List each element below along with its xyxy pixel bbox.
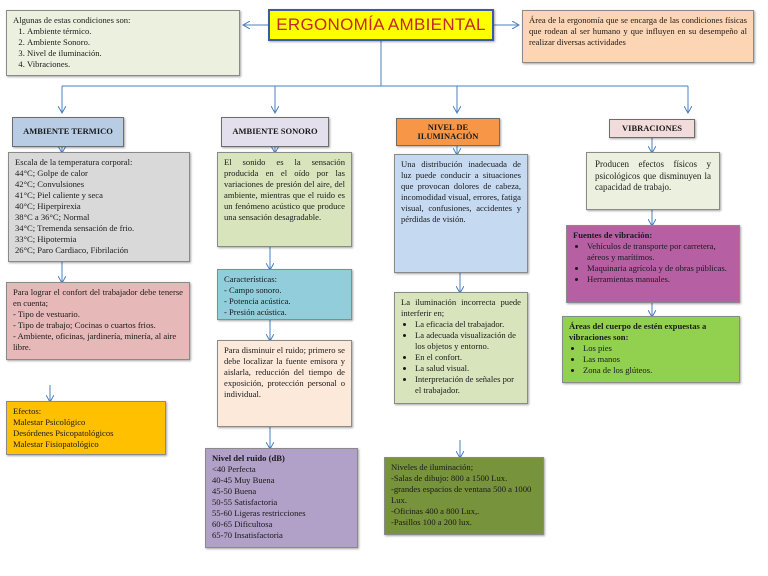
iluminacion-header: NIVEL DE ILUMINACIÓN bbox=[396, 118, 500, 146]
intro-conditions-box: Algunas de estas condiciones son: Ambien… bbox=[6, 10, 240, 76]
sonoro-nivel-item: 65-70 Insatisfactoria bbox=[212, 530, 283, 540]
intro-item: Vibraciones. bbox=[27, 59, 233, 70]
vibraciones-areas-title: Áreas del cuerpo de estén expuestas a vi… bbox=[569, 321, 707, 342]
intro-item: Nivel de iluminación. bbox=[27, 48, 233, 59]
sonoro-nivel-item: 50-55 Satisfactoria bbox=[212, 497, 278, 507]
iluminacion-niveles-box: Niveles de iluminación; -Salas de dibujo… bbox=[384, 457, 544, 535]
iluminacion-incorrecta-box: La iluminación incorrecta puede interfer… bbox=[394, 292, 528, 404]
termico-scale-title: Escala de la temperatura corporal: bbox=[15, 157, 133, 167]
vibraciones-area-item: Zona de los glúteos. bbox=[583, 365, 733, 376]
termico-scale-item: 26°C; Paro Cardiaco, Fibrilación bbox=[15, 245, 129, 255]
iluminacion-nivel-item: -Oficinas 400 a 800 Lux,. bbox=[391, 506, 480, 516]
sonoro-niveles-box: Nivel del ruido (dB) <40 Perfecta 40-45 … bbox=[205, 448, 358, 548]
iluminacion-incorrecta-item: Interpretación de señales por el trabaja… bbox=[415, 374, 521, 396]
intro-item: Ambiente térmico. bbox=[27, 26, 233, 37]
page-title: ERGONOMÍA AMBIENTAL bbox=[268, 9, 494, 41]
termico-scale-item: 40°C; Hiperpirexia bbox=[15, 201, 81, 211]
termico-confort-text: Para lograr el confort del trabajador de… bbox=[13, 287, 183, 308]
vibraciones-area-item: Los pies bbox=[583, 343, 733, 354]
termico-scale-item: 41°C; Piel caliente y seca bbox=[15, 190, 103, 200]
termico-efectos-item: Desórdenes Psicopatológicos bbox=[13, 428, 114, 438]
termico-confort-item: - Ambiente, oficinas, jardinería, minerí… bbox=[13, 331, 177, 352]
termico-efectos-item: Malestar Psicológico bbox=[13, 417, 86, 427]
iluminacion-incorrecta-item: En el confort. bbox=[415, 352, 521, 363]
sonoro-caract-title: Características: bbox=[224, 274, 277, 284]
termico-confort-item: - Tipo de trabajo; Cocinas o cuartos fri… bbox=[13, 320, 156, 330]
sonoro-disminuir-box: Para disminuir el ruido; primero se debe… bbox=[217, 340, 352, 427]
vibraciones-areas-box: Áreas del cuerpo de estén expuestas a vi… bbox=[562, 316, 740, 383]
sonoro-caract-item: - Campo sonoro. bbox=[224, 285, 282, 295]
sonoro-header: AMBIENTE SONORO bbox=[221, 117, 329, 147]
termico-confort-item: - Tipo de vestuario. bbox=[13, 309, 80, 319]
sonoro-desc-box: El sonido es la sensación producida en e… bbox=[217, 152, 352, 247]
vibraciones-fuente-item: Maquinaria agrícola y de obras públicas. bbox=[587, 263, 733, 274]
termico-scale-item: 34°C; Tremenda sensación de frio. bbox=[15, 223, 135, 233]
intro-definition-box: Área de la ergonomía que se encarga de l… bbox=[522, 10, 754, 63]
termico-header: AMBIENTE TERMICO bbox=[12, 117, 124, 147]
iluminacion-nivel-item: -grandes espacios de ventana 500 a 1000 … bbox=[391, 484, 532, 505]
iluminacion-incorrecta-item: La adecuada visualización de los objetos… bbox=[415, 330, 521, 352]
sonoro-caract-box: Características: - Campo sonoro. - Poten… bbox=[217, 269, 352, 320]
iluminacion-incorrecta-item: La eficacia del trabajador. bbox=[415, 319, 521, 330]
sonoro-niveles-title: Nivel del ruido (dB) bbox=[212, 453, 285, 463]
sonoro-nivel-item: 45-50 Buena bbox=[212, 486, 257, 496]
iluminacion-nivel-item: -Salas de dibujo: 800 a 1500 Lux. bbox=[391, 473, 508, 483]
sonoro-nivel-item: <40 Perfecta bbox=[212, 464, 256, 474]
termico-efectos-box: Efectos: Malestar Psicológico Desórdenes… bbox=[6, 401, 166, 455]
vibraciones-fuentes-title: Fuentes de vibración: bbox=[573, 230, 653, 240]
vibraciones-header: VIBRACIONES bbox=[609, 119, 695, 138]
termico-efectos-item: Malestar Fisiopatológico bbox=[13, 439, 99, 449]
iluminacion-incorrecta-item: La salud visual. bbox=[415, 363, 521, 374]
iluminacion-desc-box: Una distribución inadecuada de luz puede… bbox=[394, 154, 528, 273]
sonoro-nivel-item: 55-60 Ligeras restricciones bbox=[212, 508, 306, 518]
iluminacion-nivel-item: -Pasillos 100 a 200 lux. bbox=[391, 517, 472, 527]
iluminacion-incorrecta-title: La iluminación incorrecta puede interfer… bbox=[401, 297, 521, 318]
intro-lead: Algunas de estas condiciones son: bbox=[13, 15, 131, 25]
termico-efectos-title: Efectos: bbox=[13, 406, 42, 416]
termico-scale-item: 42°C; Convulsiones bbox=[15, 179, 85, 189]
sonoro-nivel-item: 60-65 Dificultosa bbox=[212, 519, 273, 529]
iluminacion-niveles-title: Niveles de iluminación; bbox=[391, 462, 474, 472]
sonoro-caract-item: - Presión acústica. bbox=[224, 307, 287, 317]
vibraciones-fuente-item: Herramientas manuales. bbox=[587, 274, 733, 285]
termico-scale-box: Escala de la temperatura corporal: 44°C;… bbox=[8, 152, 190, 262]
termico-scale-item: 44°C; Golpe de calor bbox=[15, 168, 88, 178]
sonoro-nivel-item: 40-45 Muy Buena bbox=[212, 475, 275, 485]
vibraciones-fuentes-box: Fuentes de vibración: Vehículos de trans… bbox=[566, 225, 740, 303]
termico-scale-item: 33°C; Hipotermia bbox=[15, 234, 77, 244]
intro-item: Ambiente Sonoro. bbox=[27, 37, 233, 48]
vibraciones-desc-box: Producen efectos físicos y psicológicos … bbox=[586, 152, 720, 210]
sonoro-caract-item: - Potencia acústica. bbox=[224, 296, 291, 306]
vibraciones-fuente-item: Vehículos de transporte por carretera, a… bbox=[587, 241, 733, 263]
vibraciones-area-item: Las manos bbox=[583, 354, 733, 365]
termico-scale-item: 38°C a 36°C; Normal bbox=[15, 212, 90, 222]
termico-confort-box: Para lograr el confort del trabajador de… bbox=[6, 282, 190, 360]
